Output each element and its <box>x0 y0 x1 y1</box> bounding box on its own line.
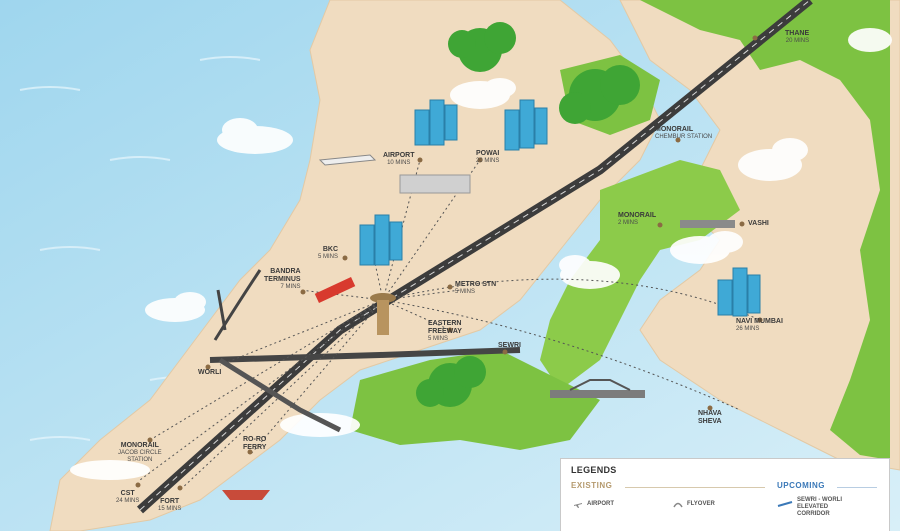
legend-existing-rule <box>625 487 765 488</box>
legend-panel: LEGENDS EXISTING UPCOMING AIRPORT FLYOVE… <box>560 458 890 531</box>
flyover <box>218 357 342 433</box>
legend-upcoming-rule <box>837 487 877 488</box>
label-worli: WORLI <box>198 369 222 376</box>
sewri-worli-corridor <box>209 347 521 363</box>
trees <box>416 22 640 407</box>
clouds <box>70 28 892 480</box>
ferry <box>222 490 270 500</box>
buildings <box>359 99 761 317</box>
bandra-worli-sealink <box>213 269 262 341</box>
train <box>314 277 356 303</box>
metro-tower <box>370 293 396 335</box>
green-south <box>350 350 600 450</box>
airport-terminal <box>318 154 471 194</box>
location-pins <box>135 35 763 491</box>
flyover-icon <box>673 502 683 508</box>
green-centre <box>540 160 740 390</box>
navi-mumbai-land <box>619 0 900 471</box>
label-sewri: SEWRI <box>498 342 521 349</box>
label-vashi: VASHI <box>748 220 769 227</box>
legend-upcoming-heading: UPCOMING <box>777 481 825 490</box>
legend-existing-heading: EXISTING <box>571 481 613 490</box>
road-centre-line <box>139 0 811 511</box>
airport-icon <box>574 503 582 508</box>
legend-title: LEGENDS <box>571 465 617 475</box>
vashi-bridge <box>680 220 735 228</box>
corridor-icon <box>777 501 793 507</box>
sewri-nhava-sheva-bridge <box>550 379 645 398</box>
legend-item-airport: AIRPORT <box>587 501 614 507</box>
legend-item-flyover: FLYOVER <box>687 501 715 507</box>
